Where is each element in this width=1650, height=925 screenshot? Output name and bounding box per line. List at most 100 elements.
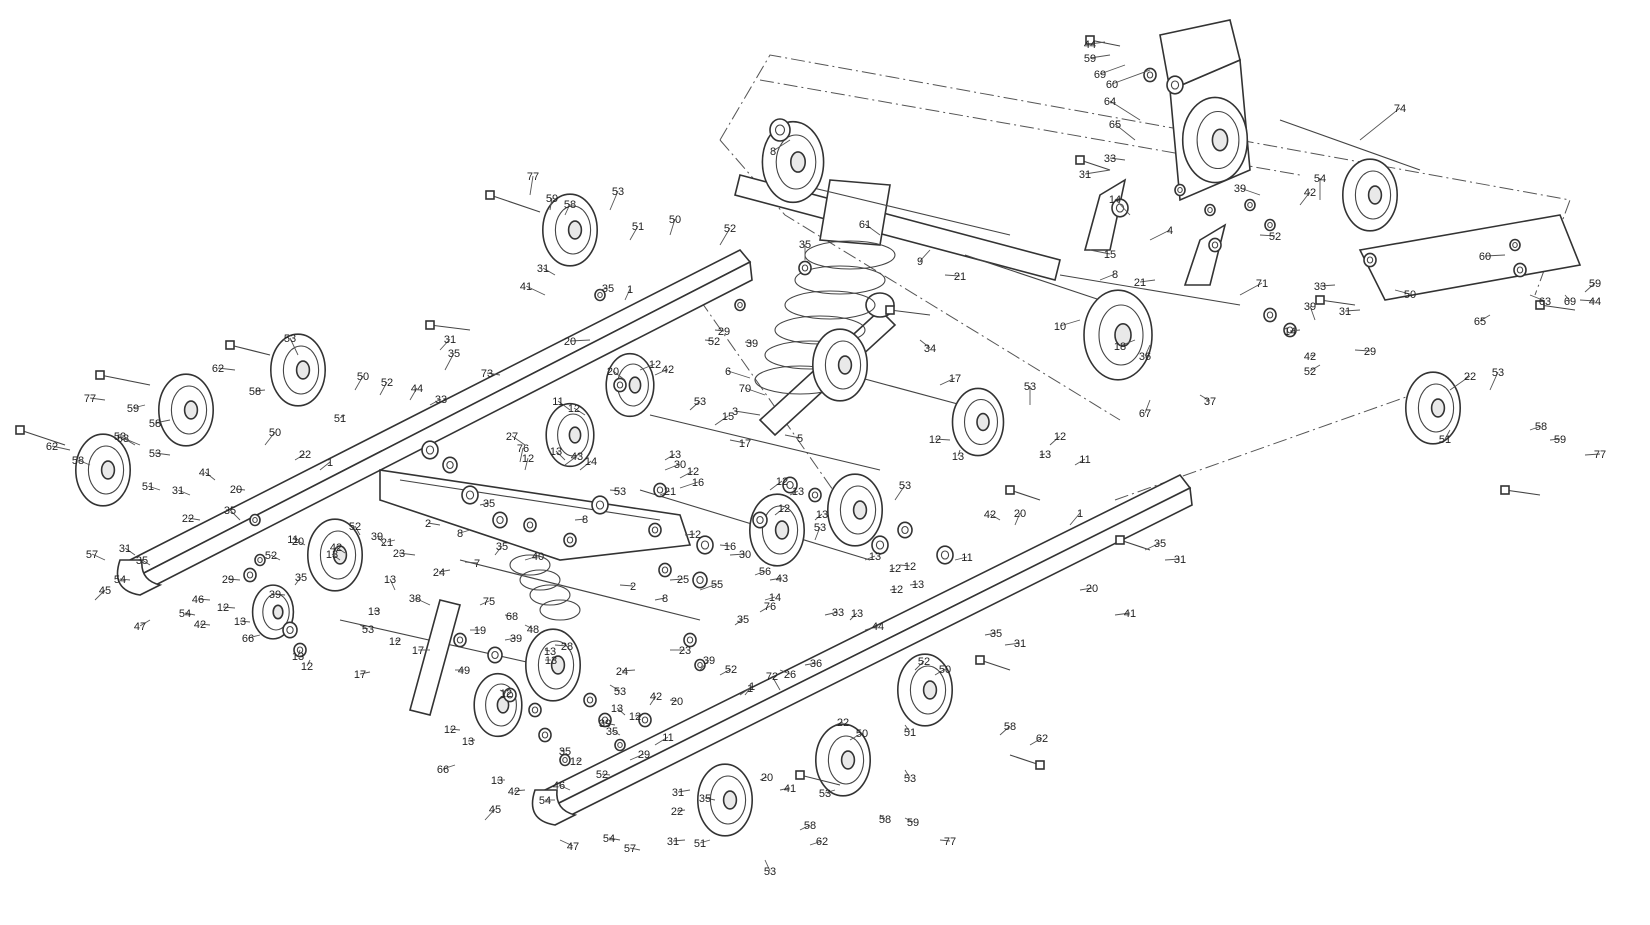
- callout: 31: [672, 787, 691, 799]
- leader-line: [292, 538, 301, 541]
- leader-line: [1479, 314, 1491, 322]
- leader-line: [1199, 394, 1211, 402]
- part-number: 59: [1554, 434, 1566, 446]
- leader-line: [264, 431, 276, 446]
- part-number: 12: [500, 688, 512, 700]
- leader-line: [814, 526, 821, 541]
- callout: 50: [934, 664, 951, 676]
- leader-line: [204, 471, 216, 481]
- callout: 28: [554, 641, 573, 653]
- part-number: 68: [506, 611, 518, 623]
- callout: 24: [616, 666, 636, 678]
- callout: 22: [294, 449, 311, 461]
- callout: 59: [1584, 278, 1601, 293]
- leader-line: [1029, 737, 1043, 746]
- callout: 1: [739, 683, 753, 696]
- callout: 58: [149, 418, 171, 430]
- hardware-part: [1264, 218, 1276, 232]
- callout: 14: [1284, 326, 1301, 338]
- part-number: 15: [722, 411, 734, 423]
- leader-line: [672, 839, 686, 842]
- leader-line: [354, 525, 361, 536]
- leader-line: [864, 625, 879, 631]
- part-number: 53: [114, 431, 126, 443]
- leader-line: [664, 463, 681, 471]
- leader-line: [659, 490, 671, 496]
- leader-line: [729, 439, 746, 444]
- part-number: 13: [952, 451, 964, 463]
- leader-line: [442, 764, 456, 770]
- part-number: 50: [939, 664, 951, 676]
- part-number: 22: [671, 806, 683, 818]
- leader-line: [564, 203, 571, 216]
- leader-line: [1089, 249, 1111, 255]
- leader-line: [147, 485, 161, 491]
- callout: 54: [1314, 173, 1326, 200]
- callout: 11: [287, 534, 301, 546]
- part-number: 42: [984, 509, 996, 521]
- leader-line: [609, 489, 621, 492]
- part-number: 17: [949, 373, 961, 385]
- part-number: 31: [672, 787, 684, 799]
- bolt: [1005, 485, 1041, 501]
- leader-line: [91, 553, 106, 561]
- part-number: 35: [496, 541, 508, 553]
- leader-line: [719, 668, 732, 676]
- torsion-springs: [509, 554, 581, 621]
- callout: 42: [330, 542, 346, 554]
- part-number: 40: [532, 551, 544, 563]
- leader-line: [1109, 100, 1141, 121]
- callout: 13: [550, 446, 566, 461]
- callout: 60: [1106, 69, 1151, 91]
- callout: 42: [654, 364, 674, 376]
- leader-line: [409, 387, 418, 401]
- part-number: 11: [287, 534, 298, 546]
- callout: 62: [46, 441, 71, 453]
- callout: 30: [729, 549, 751, 561]
- callout: 31: [439, 334, 456, 351]
- part-number: 62: [816, 836, 828, 848]
- leader-line: [664, 453, 676, 461]
- hardware-part: [538, 727, 552, 743]
- part-number: 2: [630, 581, 636, 593]
- callout: 1: [744, 681, 755, 696]
- bolt: [1535, 300, 1576, 311]
- callout: 54: [179, 608, 196, 620]
- leader-line: [679, 481, 699, 489]
- leader-line: [427, 522, 441, 526]
- callout: 49: [455, 665, 470, 677]
- callout: 1: [1069, 508, 1083, 526]
- part-number: 22: [182, 513, 194, 525]
- leader-line: [814, 513, 823, 521]
- callout: 51: [1439, 429, 1451, 446]
- leader-line: [1114, 198, 1131, 216]
- part-number: 45: [99, 585, 111, 597]
- callout: 31: [1004, 638, 1026, 650]
- leader-line: [414, 597, 431, 606]
- leader-line: [379, 381, 388, 396]
- leader-line: [359, 671, 371, 675]
- part-number: 53: [899, 480, 911, 492]
- part-number: 13: [292, 651, 304, 663]
- hardware-part: [692, 571, 708, 589]
- part-number: 39: [269, 589, 281, 601]
- hardware-part: [243, 567, 257, 583]
- idler-wheel: [306, 518, 363, 592]
- callout: 12: [499, 688, 512, 700]
- part-number: 49: [458, 665, 470, 677]
- callout: 12: [889, 563, 901, 575]
- part-number: 39: [1304, 301, 1316, 313]
- part-number: 53: [1492, 367, 1504, 379]
- callout: 51: [694, 838, 711, 850]
- leader-line: [139, 619, 151, 627]
- callout: 21: [659, 486, 676, 498]
- callout: 53: [284, 333, 299, 356]
- part-number: 53: [764, 866, 776, 878]
- callout: 52: [349, 521, 361, 536]
- hardware-part: [752, 511, 768, 529]
- part-number: 35: [799, 239, 811, 251]
- leader-line: [1584, 282, 1596, 293]
- callout: 2: [619, 581, 636, 593]
- leader-line: [504, 614, 513, 617]
